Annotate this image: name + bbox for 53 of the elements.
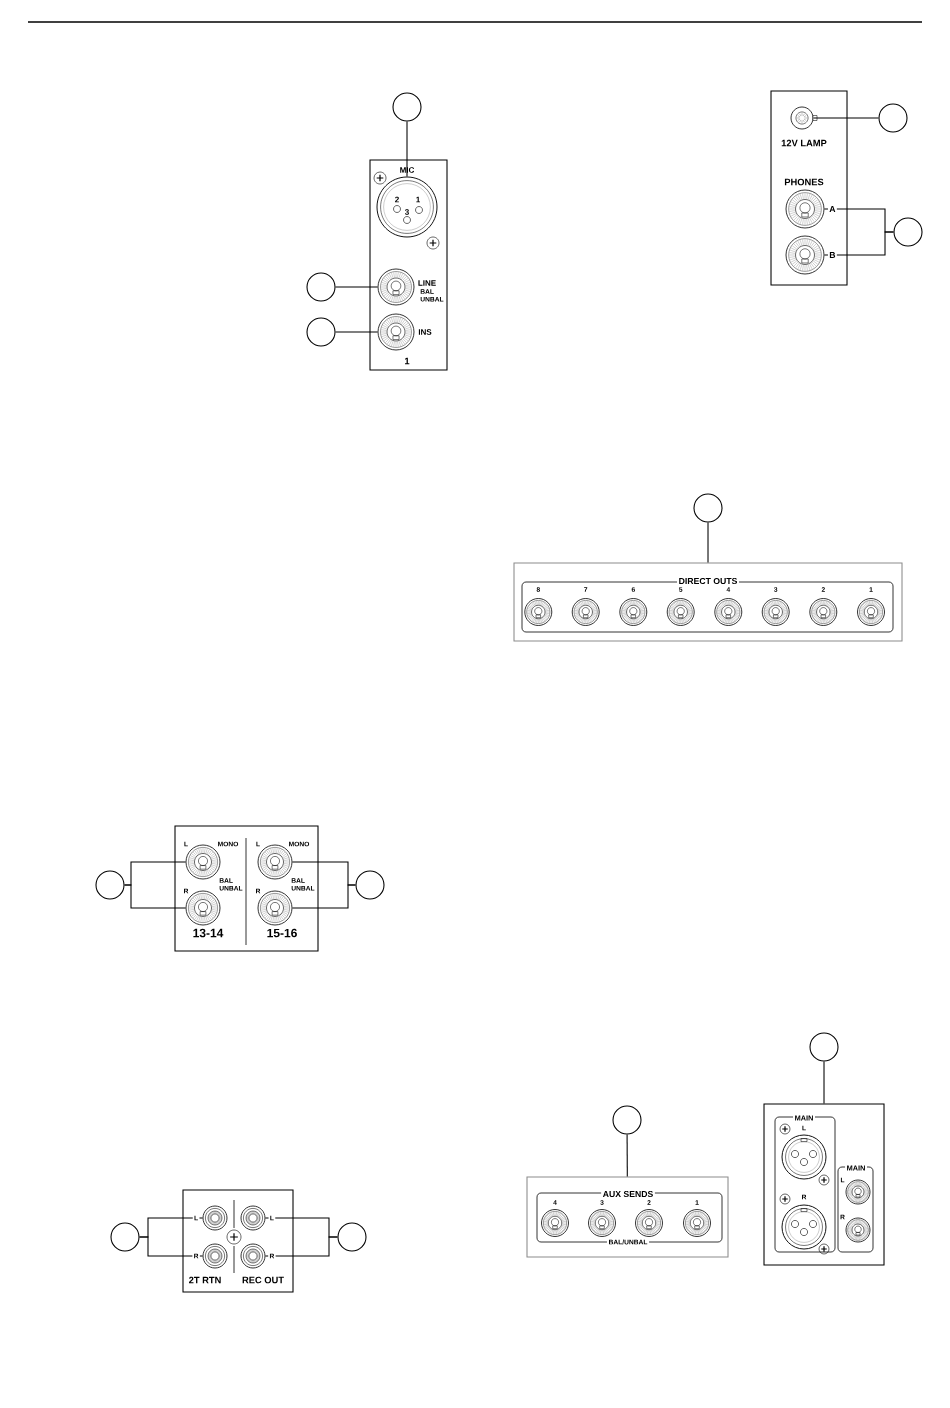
callout-circle: [392, 92, 422, 122]
callout-circle: [612, 1105, 642, 1135]
panel-label: INS: [418, 329, 432, 335]
leader-line: [626, 1134, 628, 1177]
panel-label: PHONES: [784, 178, 824, 186]
leader-line: [264, 1236, 338, 1257]
leader-line: [335, 286, 379, 288]
panel-label: 2T RTN: [189, 1276, 221, 1284]
leader-line: [406, 121, 408, 178]
jack-socket: [257, 890, 293, 926]
callout-circle: [809, 1032, 839, 1062]
callout-circle: [878, 103, 908, 133]
callout-circle: [110, 1222, 140, 1252]
callout-circle: [306, 317, 336, 347]
jack-socket: [785, 235, 825, 275]
panel-label: DIRECT OUTS: [677, 576, 739, 586]
leader-line: [124, 884, 187, 909]
pin-number: 2: [395, 196, 399, 203]
panel-label: 1: [405, 357, 410, 365]
leader-line: [139, 1236, 204, 1257]
leader-line: [707, 522, 709, 563]
panel-label: 15-16: [267, 928, 297, 938]
jack-socket: [185, 890, 221, 926]
rca-socket: [240, 1243, 266, 1269]
leader-line: [823, 1061, 825, 1104]
lamp-socket: [790, 106, 818, 130]
pin-number: 1: [416, 196, 420, 203]
panel-label: REC OUT: [242, 1276, 284, 1284]
leader-line: [823, 231, 894, 256]
xlr-socket: [376, 176, 438, 238]
rca-socket: [202, 1243, 228, 1269]
jack-socket: [377, 313, 415, 351]
panel-label: MIC: [400, 167, 415, 173]
panel-label: 13-14: [193, 928, 224, 938]
rca-socket: [240, 1205, 266, 1231]
callout-circle: [693, 493, 723, 523]
callout-circle: [95, 870, 125, 900]
callout-circle: [337, 1222, 367, 1252]
edge-label: A: [827, 204, 837, 214]
panel-label: AUX SENDS: [601, 1189, 655, 1199]
jack-socket: [785, 189, 825, 229]
edge-label: B: [827, 250, 837, 260]
panel-label: 12V LAMP: [781, 139, 827, 147]
callout-circle: [355, 870, 385, 900]
leader-line: [291, 884, 356, 909]
panel-label: LINE: [418, 280, 436, 286]
callout-circle: [893, 217, 923, 247]
pin-number: 3: [404, 209, 409, 215]
callout-circle: [306, 272, 336, 302]
rca-socket: [202, 1205, 228, 1231]
leader-line: [812, 117, 879, 119]
jack-socket: [377, 268, 415, 306]
leader-line: [335, 331, 379, 333]
